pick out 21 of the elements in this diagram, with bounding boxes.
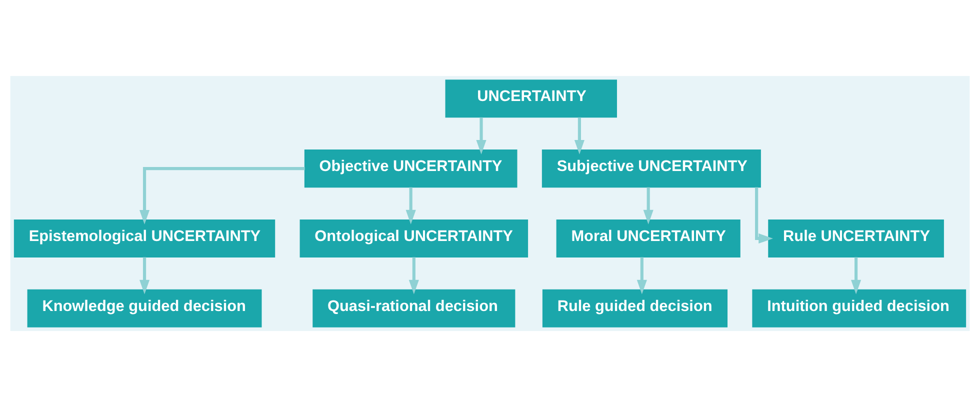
arrow	[642, 187, 653, 224]
arrow	[138, 167, 304, 224]
node-box: Subjective UNCERTAINTY	[541, 150, 760, 188]
node-box: Rule guided decision	[542, 289, 728, 328]
arrow	[408, 257, 418, 294]
arrow	[405, 187, 416, 224]
node-box: Moral UNCERTAINTY	[556, 219, 740, 258]
node-box: Quasi-rational decision	[312, 289, 515, 328]
node-box: Intuition guided decision	[752, 289, 966, 328]
node-box: Rule UNCERTAINTY	[768, 219, 944, 258]
arrow	[138, 257, 150, 294]
arrow	[636, 257, 646, 294]
node-box: Epistemological UNCERTAINTY	[13, 219, 275, 258]
node-box: UNCERTAINTY	[444, 80, 616, 118]
arrow	[754, 187, 773, 244]
node-box: Ontological UNCERTAINTY	[299, 219, 528, 258]
arrow	[850, 257, 861, 294]
node-box: Knowledge guided decision	[26, 289, 262, 328]
arrow	[574, 117, 584, 154]
node-box: Objective UNCERTAINTY	[304, 150, 517, 188]
arrow	[476, 117, 486, 154]
